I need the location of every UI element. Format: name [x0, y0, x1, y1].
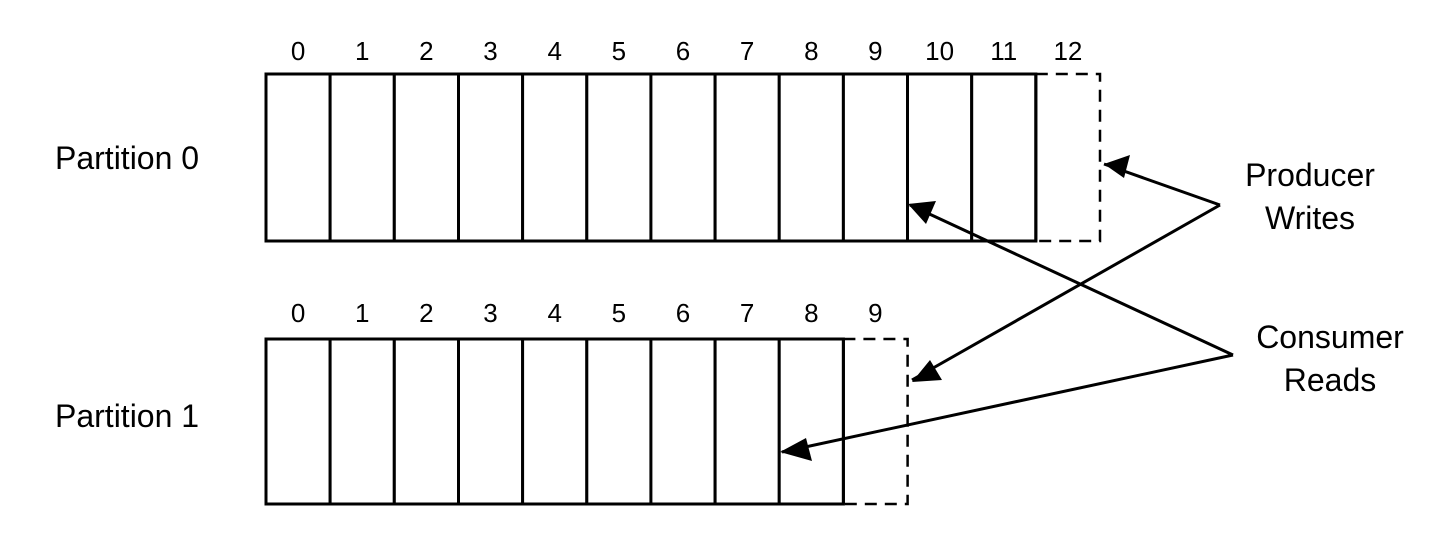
- log-record-cell: [264, 72, 332, 243]
- log-record-cell: [841, 72, 910, 243]
- consumer-arrow-partition-0: [909, 203, 1234, 357]
- offset-label: 1: [355, 298, 369, 328]
- next-write-slot: [1034, 72, 1102, 243]
- offset-label: 5: [612, 298, 626, 328]
- offset-label: 2: [419, 298, 433, 328]
- svg-text:Reads: Reads: [1284, 362, 1377, 398]
- arrowhead-icon: [912, 360, 942, 382]
- log-record-cell: [777, 72, 845, 243]
- offset-label: 1: [355, 36, 369, 66]
- arrowhead-icon: [780, 438, 812, 461]
- log-record-cell: [457, 337, 525, 506]
- offset-label: 8: [804, 298, 818, 328]
- offset-label: 9: [868, 36, 882, 66]
- log-record-cell: [392, 337, 460, 506]
- svg-text:Writes: Writes: [1265, 200, 1355, 236]
- offset-label: 8: [804, 36, 818, 66]
- offset-label: 11: [990, 36, 1017, 66]
- offset-label: 5: [612, 36, 626, 66]
- offset-label: 7: [740, 36, 754, 66]
- svg-text:Producer: Producer: [1245, 157, 1375, 193]
- log-record-cell: [649, 337, 717, 506]
- offset-label: 3: [483, 36, 497, 66]
- log-record-cell: [264, 337, 332, 506]
- partition-0-label: Partition 0: [55, 140, 199, 176]
- log-record-cell: [457, 72, 525, 243]
- consumer-arrow-partition-1: [781, 353, 1234, 454]
- offset-label: 6: [676, 298, 690, 328]
- consumer-reads-label: Consumer Reads: [1256, 319, 1404, 398]
- offset-label: 9: [868, 298, 882, 328]
- offset-label: 0: [291, 298, 305, 328]
- offset-label: 12: [1053, 36, 1082, 66]
- offset-label: 4: [547, 298, 561, 328]
- log-record-cell: [713, 72, 781, 243]
- svg-text:Consumer: Consumer: [1256, 319, 1404, 355]
- arrowhead-icon: [1104, 155, 1130, 178]
- log-record-cell: [521, 72, 589, 243]
- offset-label: 10: [925, 36, 954, 66]
- log-record-cell: [521, 337, 589, 506]
- log-record-cell: [970, 72, 1038, 243]
- offset-label: 4: [547, 36, 561, 66]
- offset-label: 7: [740, 298, 754, 328]
- log-record-cell: [328, 337, 396, 506]
- consumer-reads-arrows: [780, 201, 1234, 461]
- producer-arrow-partition-1: [911, 203, 1221, 382]
- arrowhead-icon: [908, 201, 936, 224]
- log-record-cell: [713, 337, 781, 506]
- log-record-cell: [328, 72, 396, 243]
- log-record-cell: [585, 72, 653, 243]
- offset-label: 0: [291, 36, 305, 66]
- offset-label: 2: [419, 36, 433, 66]
- producer-writes-arrows: [911, 155, 1221, 382]
- producer-writes-label: Producer Writes: [1245, 157, 1375, 236]
- log-record-cell: [649, 72, 717, 243]
- log-record-cell: [392, 72, 460, 243]
- offset-label: 6: [676, 36, 690, 66]
- offset-label: 3: [483, 298, 497, 328]
- log-record-cell: [906, 72, 974, 243]
- partition-1-label: Partition 1: [55, 398, 199, 434]
- next-write-slot: [842, 337, 909, 506]
- partition-1-log: 0 1 2 3 4 5 6 7 8 9: [264, 298, 909, 506]
- log-record-cell: [777, 337, 845, 506]
- log-record-cell: [585, 337, 653, 506]
